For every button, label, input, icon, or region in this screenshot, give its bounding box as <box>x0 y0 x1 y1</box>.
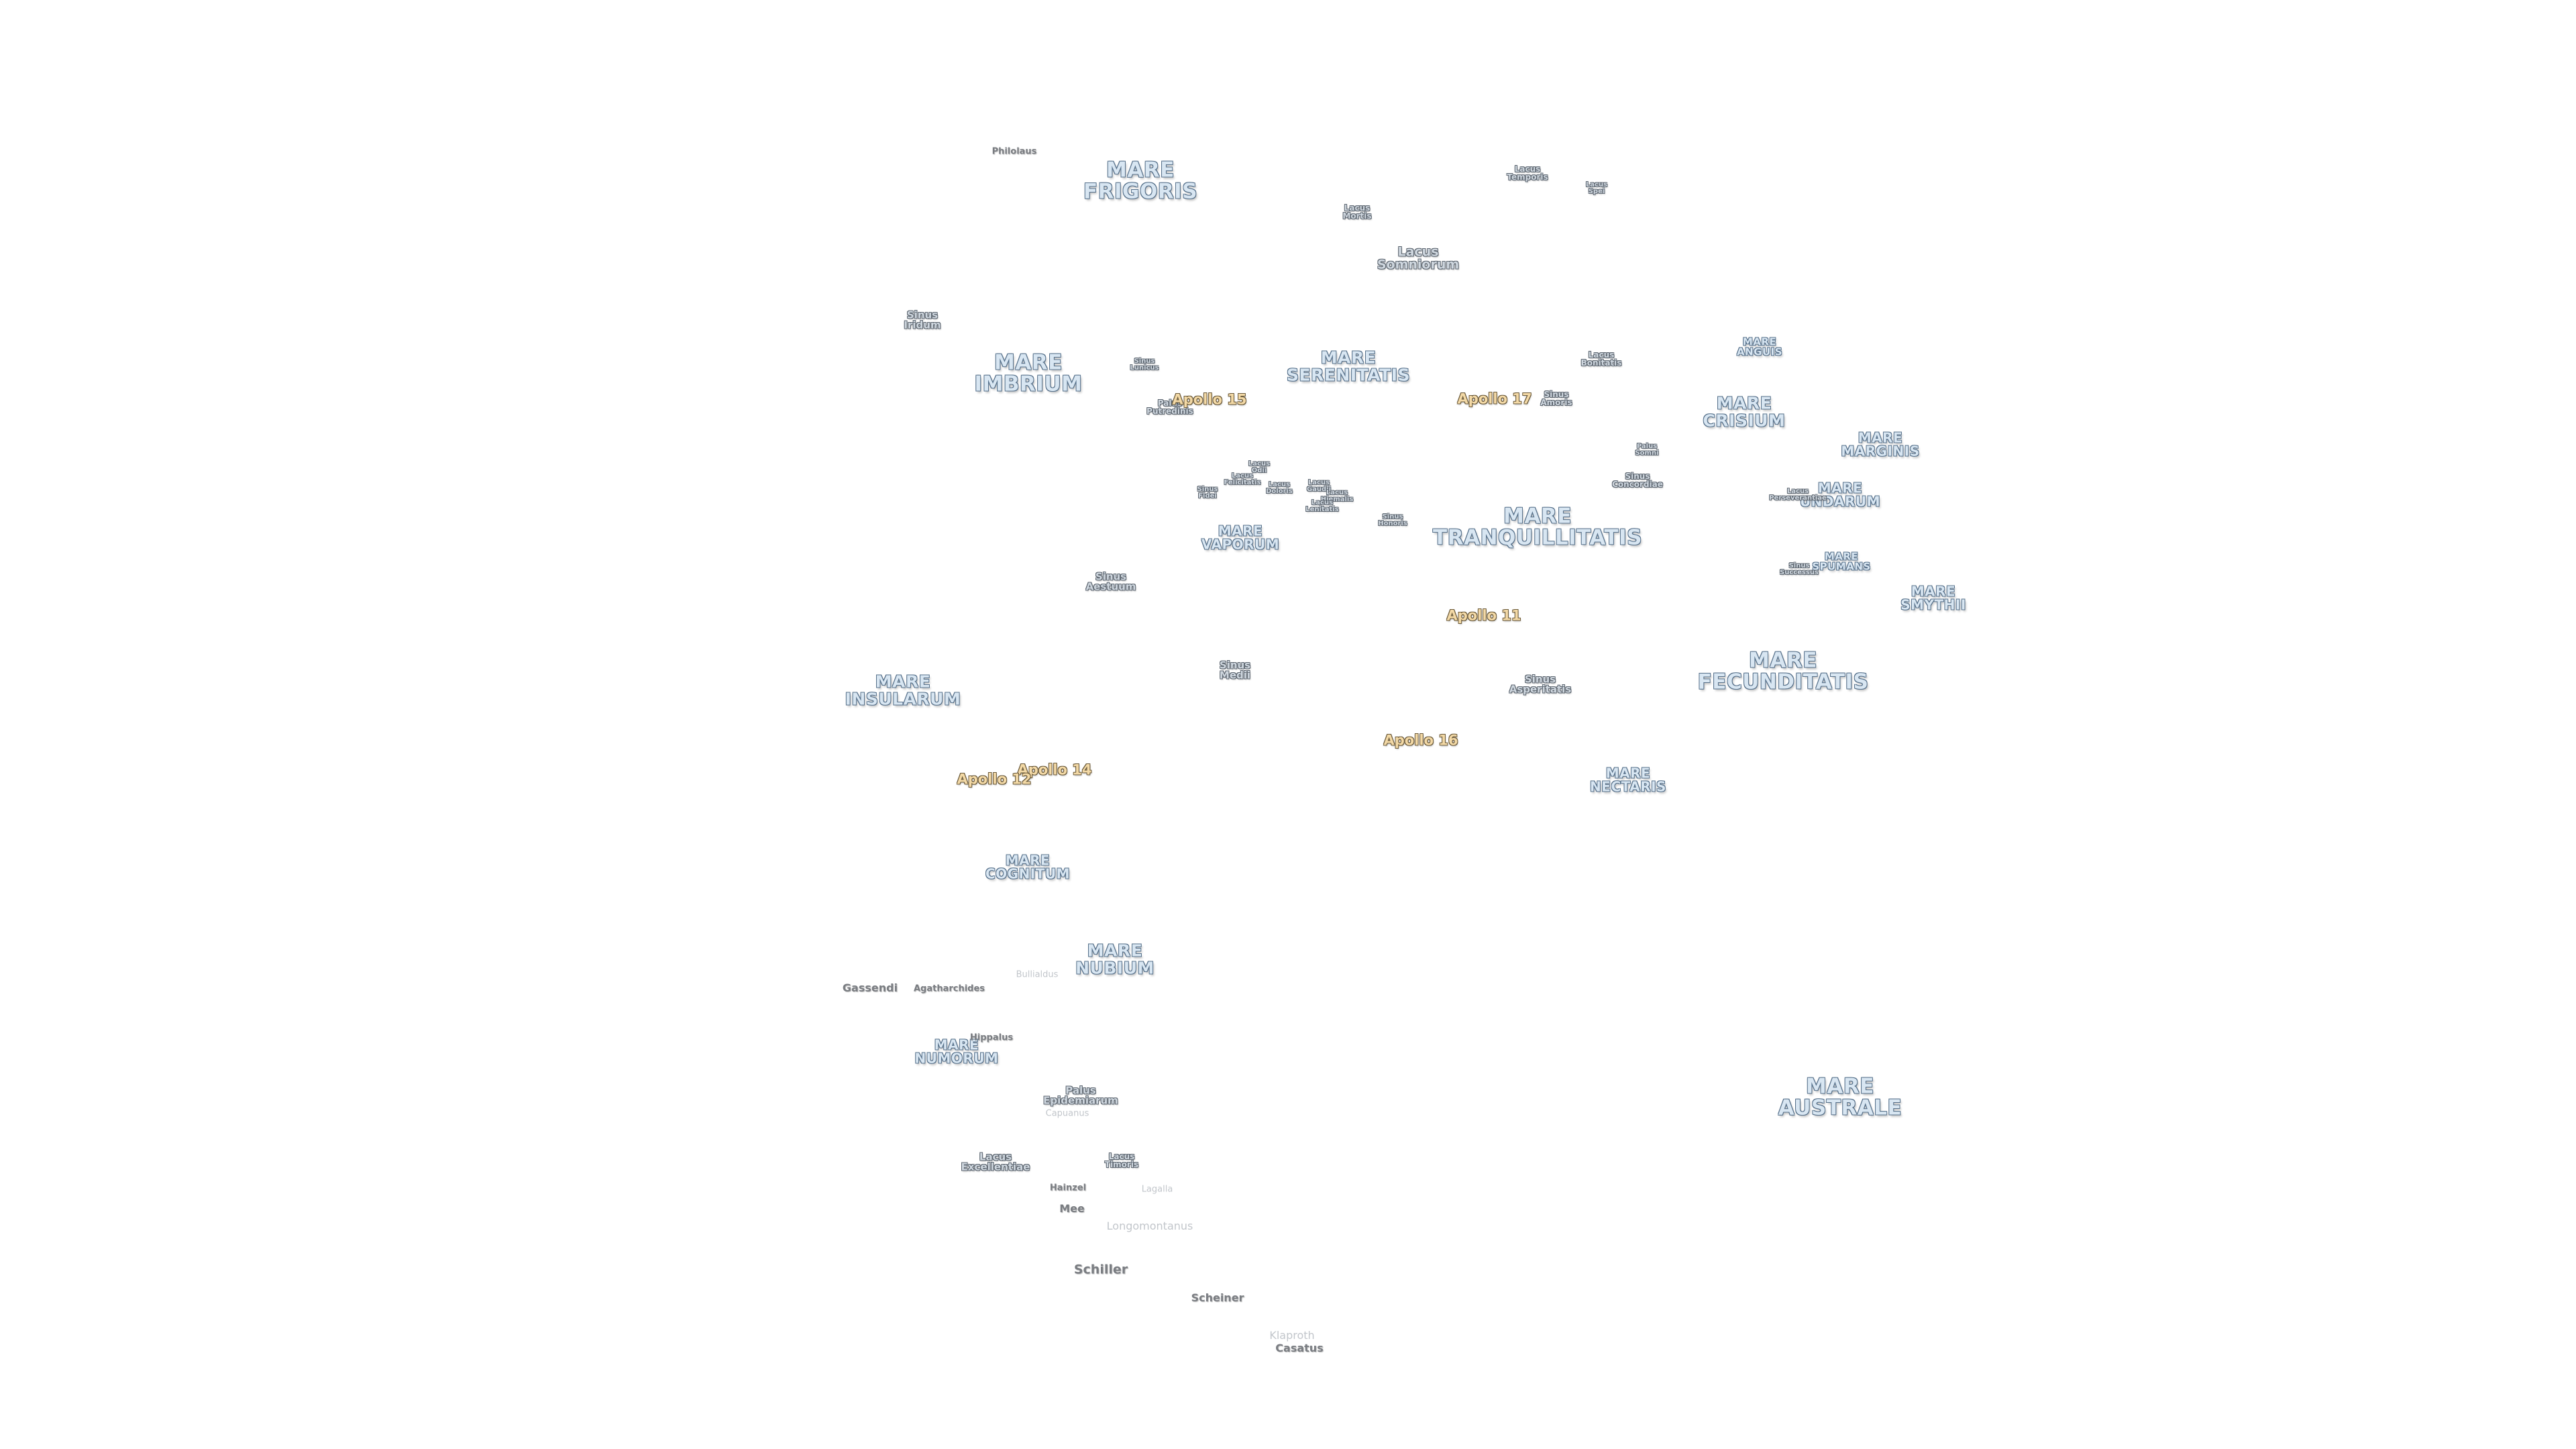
label-apollo-11: Apollo 11 <box>1446 607 1521 624</box>
label-mee: Mee <box>1059 1201 1085 1215</box>
label-longomontanus: Longomontanus <box>1106 1219 1193 1232</box>
label-bullialdus: Bullialdus <box>1016 969 1059 980</box>
label-capuanus: Capuanus <box>1045 1108 1089 1119</box>
label-hainzel: Hainzel <box>1049 1183 1087 1193</box>
label-apollo-16: Apollo 16 <box>1383 732 1458 749</box>
label-casatus: Casatus <box>1275 1341 1324 1354</box>
label-hippalus: Hippalus <box>969 1032 1014 1043</box>
label-apollo-17: Apollo 17 <box>1457 390 1532 407</box>
label-schiller: Schiller <box>1073 1262 1128 1277</box>
label-klaproth: Klaproth <box>1269 1328 1315 1342</box>
label-scheiner: Scheiner <box>1191 1291 1244 1304</box>
label-agatharchides: Agatharchides <box>913 983 985 994</box>
label-apollo-14: Apollo 14 <box>1017 761 1092 778</box>
label-philolaus: Philolaus <box>991 146 1037 157</box>
label-gassendi: Gassendi <box>842 981 898 994</box>
label-apollo-15: Apollo 15 <box>1172 391 1247 408</box>
label-lagalla: Lagalla <box>1141 1184 1173 1195</box>
label-apollo-12: Apollo 12 <box>957 771 1032 788</box>
